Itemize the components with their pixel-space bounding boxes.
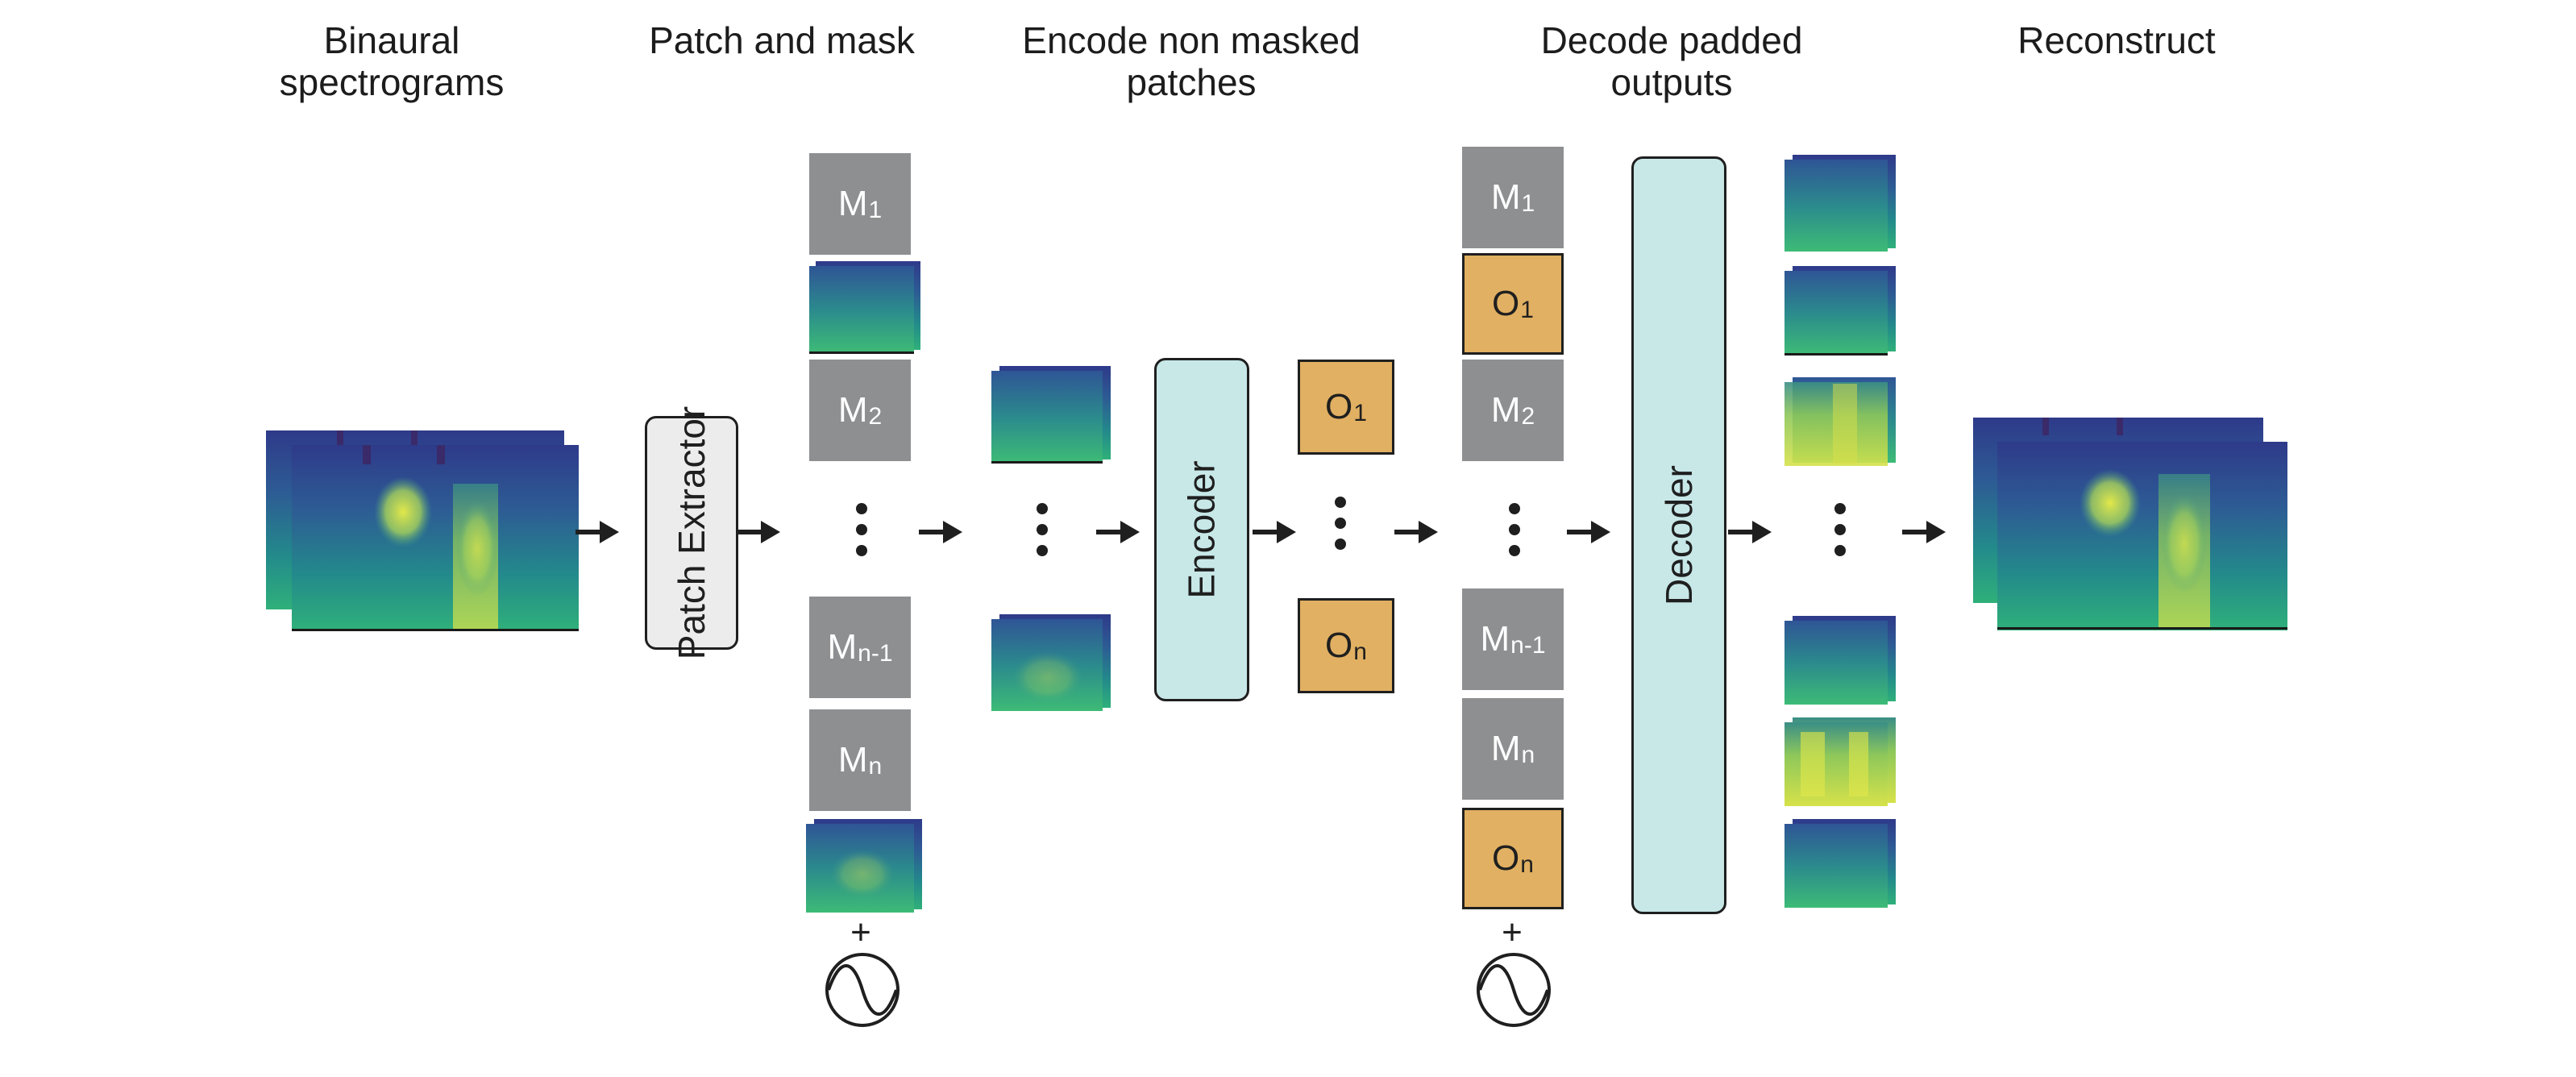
spectrogram-patch [809, 261, 920, 354]
spectrogram-patch [1785, 155, 1896, 252]
spectrogram-patch [1785, 717, 1896, 806]
spectrogram-patch [806, 819, 922, 913]
encoder-block: Encoder [1154, 358, 1249, 701]
spectrogram-patch [1785, 616, 1896, 705]
header-reconstruct: Reconstruct [2017, 19, 2216, 61]
input-spectrogram [266, 430, 579, 631]
noise-sine-icon [825, 953, 900, 1027]
ellipsis-icon [1335, 497, 1346, 559]
spectrogram-patch [1785, 266, 1896, 356]
spectrogram-patch [1785, 377, 1896, 466]
arrow-icon [1567, 521, 1610, 543]
arrow-icon [1394, 521, 1438, 543]
spectrogram-patch [1785, 819, 1896, 908]
spectrogram-patch [991, 614, 1111, 711]
header-patch-and-mask: Patch and mask [649, 19, 915, 61]
arrow-icon [1902, 521, 1946, 543]
spectrogram-patch [991, 366, 1111, 464]
arrow-icon [1096, 521, 1140, 543]
arrow-icon [575, 521, 619, 543]
plus-sign: + [850, 913, 871, 952]
ellipsis-icon [1037, 503, 1048, 566]
arrow-icon [1253, 521, 1296, 543]
patch-extractor-block: Patch Extractor [645, 406, 738, 659]
ellipsis-icon [856, 503, 867, 566]
ellipsis-icon [1834, 503, 1846, 566]
ellipsis-icon [1509, 503, 1520, 566]
noise-sine-icon [1477, 953, 1551, 1027]
arrow-icon [1728, 521, 1772, 543]
decoder-block: Decoder [1631, 156, 1726, 914]
arrow-icon [737, 521, 780, 543]
plus-sign: + [1502, 913, 1523, 952]
arrow-icon [919, 521, 962, 543]
reconstructed-spectrogram [1973, 418, 2287, 630]
